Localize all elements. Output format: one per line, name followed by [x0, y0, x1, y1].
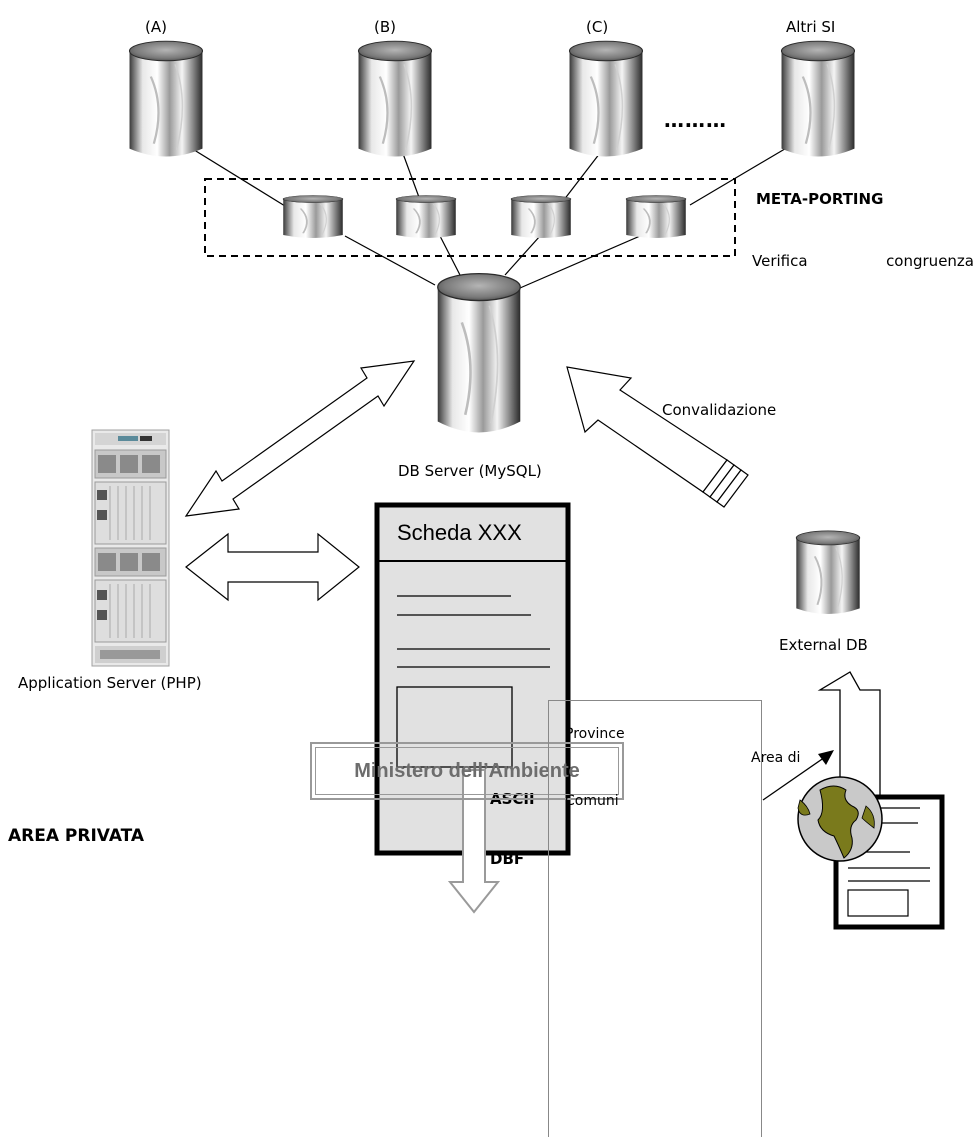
- database-c-icon: [568, 40, 644, 158]
- meta-database-2-icon: [395, 195, 457, 239]
- label-db-server: DB Server (MySQL): [398, 462, 542, 480]
- meta-porting-box: [204, 178, 736, 257]
- app-db-double-arrow: [184, 360, 416, 517]
- ministero-box: Ministero dell’Ambiente: [310, 742, 624, 800]
- application-server-icon: [91, 429, 170, 667]
- connection-lines: [177, 139, 801, 289]
- label-ellipsis: ………: [664, 108, 727, 132]
- external-db-icon: [795, 530, 861, 616]
- list-item: Comuni: [565, 793, 619, 809]
- label-verifica: Verifica: [752, 252, 808, 270]
- globe-icon: [797, 776, 883, 862]
- listbox-to-doc-arrow: [762, 754, 829, 801]
- label-dbf: DBF: [490, 850, 525, 868]
- card-title: Scheda XXX: [397, 520, 522, 545]
- db-server-icon: [436, 272, 522, 434]
- province-comuni-listbox: Province Comuni: [548, 700, 762, 1137]
- label-application-server: Application Server (PHP): [18, 674, 202, 692]
- label-external-db: External DB: [779, 636, 868, 654]
- label-verifica-congruenza: Verifica congruenza: [752, 252, 974, 270]
- label-area-di: Area di: [751, 750, 801, 766]
- label-b: (B): [374, 18, 396, 36]
- label-convalidazione: Convalidazione: [662, 401, 777, 419]
- database-a-icon: [128, 40, 204, 158]
- label-congruenza: congruenza: [886, 252, 974, 270]
- convalidazione-arrow: [566, 366, 749, 508]
- list-item: Province: [565, 726, 625, 742]
- meta-database-4-icon: [625, 195, 687, 239]
- label-meta-porting: META-PORTING: [756, 190, 884, 208]
- meta-database-1-icon: [282, 195, 344, 239]
- database-others-icon: [780, 40, 856, 158]
- database-b-icon: [357, 40, 433, 158]
- ministero-label: Ministero dell’Ambiente: [354, 759, 580, 782]
- label-others: Altri SI: [786, 18, 836, 36]
- meta-database-3-icon: [510, 195, 572, 239]
- export-down-arrow: [447, 769, 501, 914]
- app-card-double-arrow: [185, 532, 360, 602]
- label-area-privata: AREA PRIVATA: [8, 826, 145, 846]
- label-c: (C): [586, 18, 609, 36]
- label-a: (A): [145, 18, 167, 36]
